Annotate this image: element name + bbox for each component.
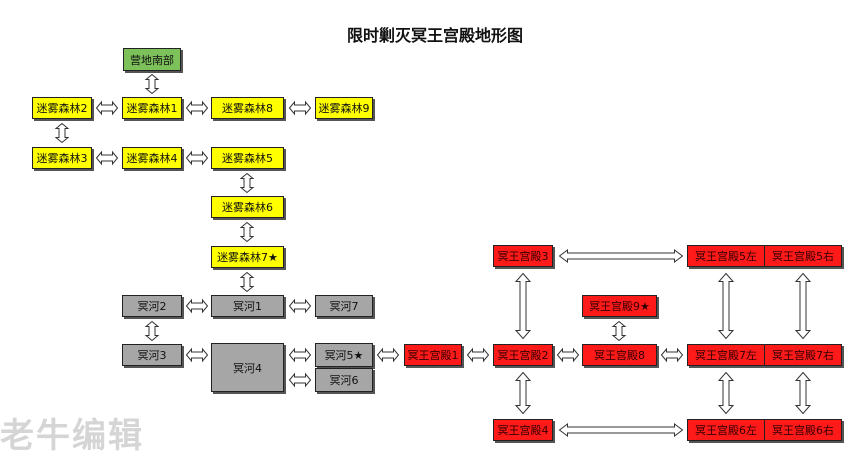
node-palace-9[interactable]: 冥王宫殿9★ xyxy=(582,295,657,317)
arrow-camp-forest1 xyxy=(144,73,160,95)
node-forest-4[interactable]: 迷雾森林4 xyxy=(122,147,182,169)
node-palace-8[interactable]: 冥王宫殿8 xyxy=(582,344,657,366)
node-river-3[interactable]: 冥河3 xyxy=(122,344,182,366)
node-palace-2[interactable]: 冥王宫殿2 xyxy=(493,344,553,366)
arrow-forest2-forest3 xyxy=(54,122,70,144)
node-camp-south[interactable]: 营地南部 xyxy=(123,48,181,71)
node-forest-3[interactable]: 迷雾森林3 xyxy=(32,147,92,169)
arrow-forest5-forest6 xyxy=(239,172,255,194)
node-forest-5[interactable]: 迷雾森林5 xyxy=(211,147,284,169)
arrow-forest2-forest1 xyxy=(95,100,119,116)
node-river-7[interactable]: 冥河7 xyxy=(315,295,373,317)
arrow-palace5l-palace7l xyxy=(717,272,735,340)
arrow-river2-river3 xyxy=(144,320,160,342)
node-forest-2[interactable]: 迷雾森林2 xyxy=(32,97,92,119)
arrow-palace9-palace8 xyxy=(611,320,627,342)
arrow-river3-river4 xyxy=(185,347,209,363)
arrow-river1-river7 xyxy=(288,298,312,314)
arrow-palace3-palace2 xyxy=(514,272,532,340)
watermark: 老牛编辑 xyxy=(0,416,144,456)
node-river-1[interactable]: 冥河1 xyxy=(211,295,284,317)
arrow-river4-river6 xyxy=(288,372,312,388)
arrow-palace5r-palace7r xyxy=(794,272,812,340)
arrow-forest8-forest9 xyxy=(288,100,312,116)
arrow-palace3-palace5 xyxy=(558,249,684,263)
arrow-forest6-forest7 xyxy=(239,221,255,243)
node-forest-6[interactable]: 迷雾森林6 xyxy=(211,196,284,218)
node-forest-9[interactable]: 迷雾森林9 xyxy=(315,97,373,119)
arrow-river5-palace1 xyxy=(376,347,400,363)
node-palace-4[interactable]: 冥王宫殿4 xyxy=(493,419,553,441)
map-title: 限时剿灭冥王宫殿地形图 xyxy=(346,26,523,45)
node-forest-8[interactable]: 迷雾森林8 xyxy=(211,97,284,119)
node-river-4[interactable]: 冥河4 xyxy=(211,343,284,392)
arrow-palace2-palace8 xyxy=(556,347,580,363)
node-palace-5-left[interactable]: 冥王宫殿5左 xyxy=(695,250,757,263)
arrow-palace7l-palace6l xyxy=(717,371,735,415)
arrow-forest4-forest5 xyxy=(185,150,209,166)
node-palace-6-right[interactable]: 冥王宫殿6右 xyxy=(764,420,841,440)
node-palace-7-right[interactable]: 冥王宫殿7右 xyxy=(764,345,841,365)
node-river-5[interactable]: 冥河5★ xyxy=(315,343,373,367)
arrow-palace8-palace7 xyxy=(660,347,684,363)
arrow-forest1-forest8 xyxy=(185,100,209,116)
arrow-river2-river1 xyxy=(185,298,209,314)
node-forest-7[interactable]: 迷雾森林7★ xyxy=(211,246,284,268)
arrow-palace7r-palace6r xyxy=(794,371,812,415)
arrow-palace4-palace6 xyxy=(558,423,684,437)
node-river-6[interactable]: 冥河6 xyxy=(315,368,373,392)
node-palace-7-left[interactable]: 冥王宫殿7左 xyxy=(695,349,757,362)
node-river-2[interactable]: 冥河2 xyxy=(122,295,182,317)
node-palace-5-right[interactable]: 冥王宫殿5右 xyxy=(764,246,841,266)
node-palace-5: 冥王宫殿5左 冥王宫殿5右 xyxy=(687,245,842,267)
arrow-river4-river5 xyxy=(288,347,312,363)
node-palace-6-left[interactable]: 冥王宫殿6左 xyxy=(695,424,757,437)
arrow-palace2-palace4 xyxy=(514,371,532,415)
node-forest-1[interactable]: 迷雾森林1 xyxy=(122,97,182,119)
node-palace-6: 冥王宫殿6左 冥王宫殿6右 xyxy=(687,419,842,441)
node-palace-7: 冥王宫殿7左 冥王宫殿7右 xyxy=(687,344,842,366)
arrow-forest7-river1 xyxy=(239,271,255,293)
arrow-forest3-forest4 xyxy=(95,150,119,166)
arrow-palace1-palace2 xyxy=(466,347,490,363)
node-palace-1[interactable]: 冥王宫殿1 xyxy=(404,344,462,366)
node-palace-3[interactable]: 冥王宫殿3 xyxy=(493,245,553,267)
